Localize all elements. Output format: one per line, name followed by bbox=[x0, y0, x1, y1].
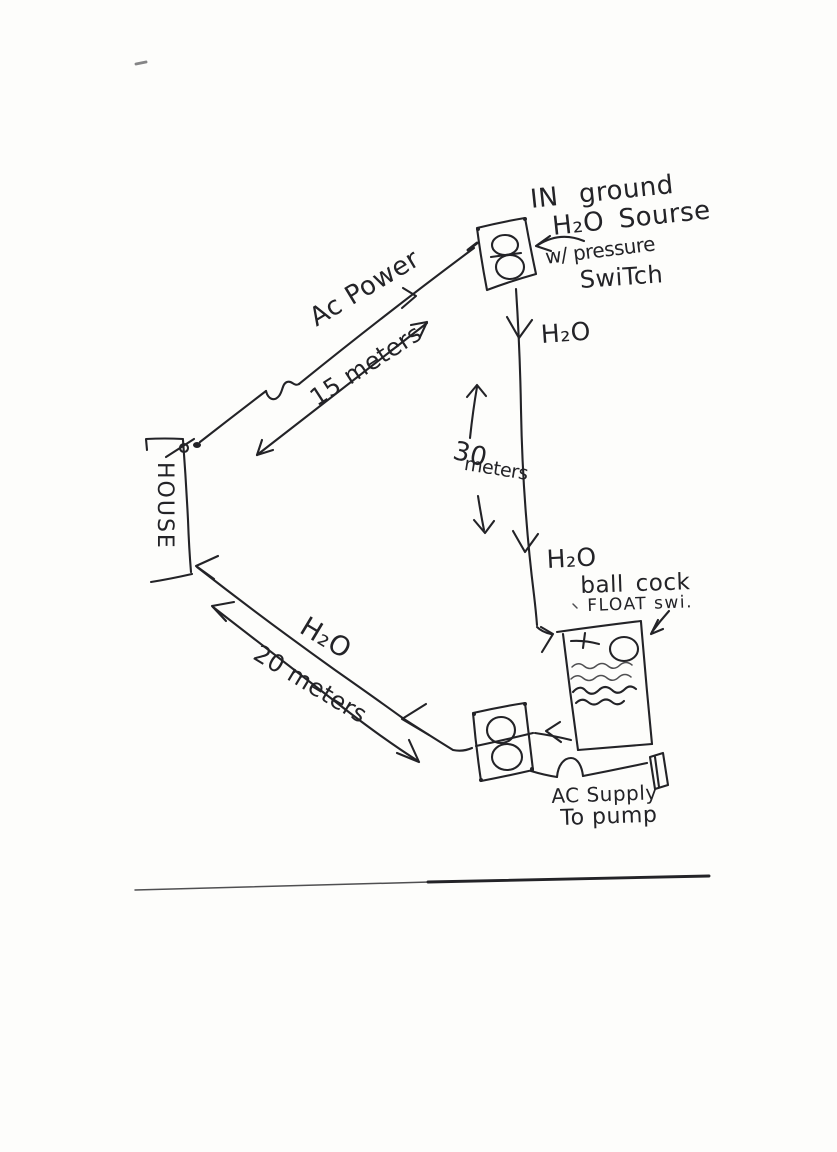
h2o-pipe-bottom-label: H₂O bbox=[545, 542, 598, 574]
water-waves bbox=[570, 661, 638, 706]
line-break-squiggle bbox=[264, 380, 301, 401]
ac-supply-line2: To pump bbox=[559, 802, 658, 831]
ac-power-line bbox=[198, 241, 479, 444]
house-label: HOUSE bbox=[152, 462, 177, 550]
arrowhead-down bbox=[472, 518, 496, 535]
source-note-arrow bbox=[534, 234, 586, 253]
wire-connector-dot bbox=[193, 442, 201, 448]
arrowhead bbox=[649, 618, 665, 636]
tank-to-pump-line bbox=[533, 720, 573, 744]
bottom-rule bbox=[134, 874, 711, 891]
water-pipe-pump-to-house bbox=[194, 554, 474, 752]
flow-arrowhead bbox=[511, 529, 540, 554]
distance-arrow-15m bbox=[255, 320, 429, 457]
supply-pump-symbol bbox=[471, 701, 535, 783]
storage-tank bbox=[555, 619, 654, 752]
arrowhead bbox=[395, 738, 421, 764]
arrowhead bbox=[210, 600, 236, 623]
arrowhead bbox=[534, 234, 553, 253]
ac-supply-line bbox=[529, 751, 670, 791]
distance-arrows-30m bbox=[465, 383, 496, 535]
flow-arrowhead bbox=[194, 554, 220, 581]
water-pipe-source-to-tank bbox=[505, 287, 555, 654]
arrowhead bbox=[255, 438, 275, 457]
scan-mark bbox=[134, 60, 148, 66]
float-note-line2: FLOAT swi. bbox=[586, 592, 694, 616]
flow-arrowhead bbox=[505, 315, 534, 340]
line-break-bump bbox=[555, 756, 585, 779]
flow-arrowhead bbox=[400, 702, 431, 737]
arrowhead bbox=[409, 320, 429, 339]
h2o-pipe-top-label: H₂O bbox=[539, 316, 592, 349]
float-note-arrow bbox=[572, 603, 671, 636]
arrowhead bbox=[544, 720, 563, 744]
arrowhead-up bbox=[465, 383, 488, 399]
house-outline bbox=[144, 437, 201, 584]
ac-plug-symbol bbox=[648, 751, 670, 791]
direction-chevron bbox=[400, 286, 418, 310]
float-ball bbox=[608, 635, 640, 663]
source-pump-symbol bbox=[475, 216, 538, 292]
distance-arrow-20m bbox=[210, 600, 421, 764]
float-arm bbox=[569, 639, 601, 646]
wire-connector-ring bbox=[178, 442, 190, 454]
tank-inlet-arrowhead bbox=[539, 625, 555, 654]
